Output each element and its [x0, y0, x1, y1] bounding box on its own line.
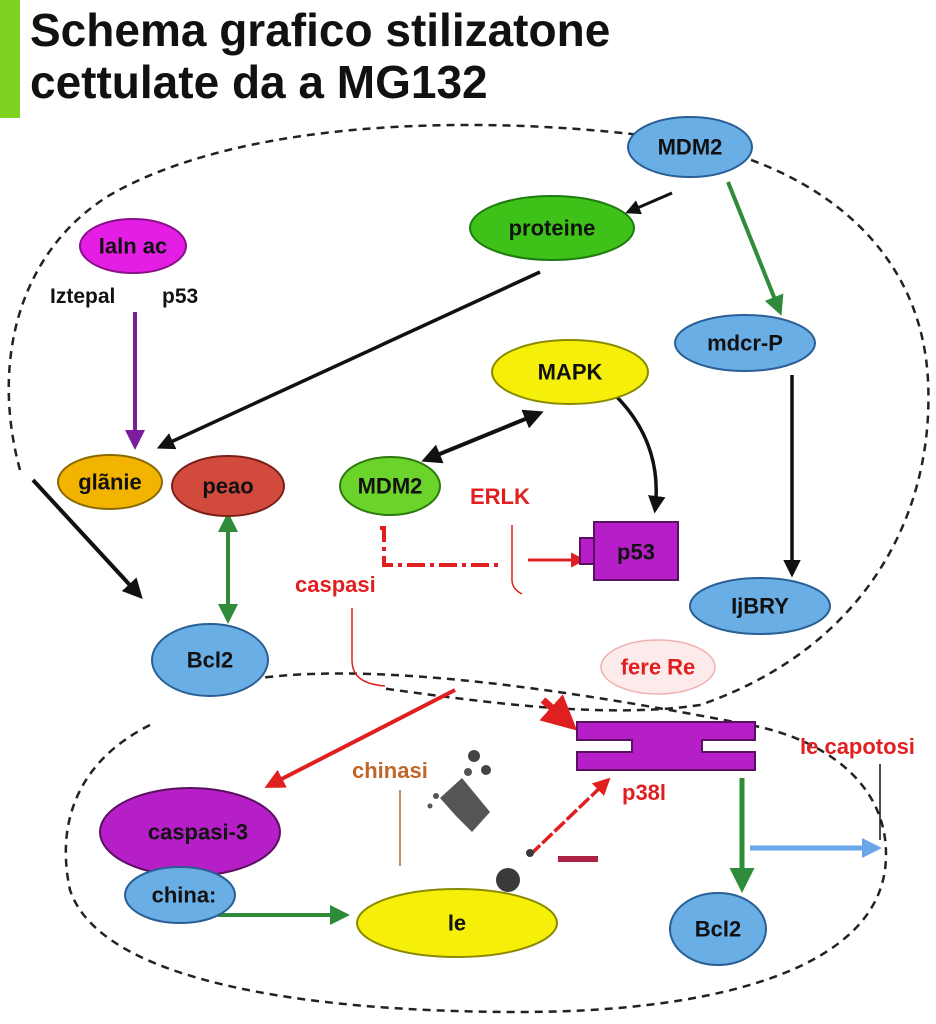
- node-china-label: china:: [152, 883, 217, 908]
- title-line-1: Schema grafico stilizatone: [30, 4, 611, 56]
- node-proteine: proteine: [469, 195, 635, 261]
- node-le-label: le: [448, 911, 466, 936]
- membrane-receptor: [576, 721, 756, 771]
- node-le: le: [356, 888, 558, 958]
- node-ibry-label: IjBRY: [731, 594, 789, 619]
- label-apoptosi: le capotosi: [800, 734, 915, 759]
- label-p53: p53: [162, 285, 198, 308]
- node-mdcr-label: mdcr-P: [707, 331, 783, 356]
- p53-box: p53: [579, 521, 679, 581]
- node-gloria: glãnie: [57, 454, 163, 510]
- node-mapk: MAPK: [491, 339, 649, 405]
- arrow-le-to-receptor: [528, 777, 611, 857]
- arrow-mdm2-to-mdcr: [726, 181, 784, 316]
- node-bcl2-left: Bcl2: [151, 623, 269, 697]
- node-bcl2-bottom-label: Bcl2: [695, 917, 741, 942]
- node-mdm2-top-label: MDM2: [658, 135, 723, 160]
- node-mdm2-mid-label: MDM2: [358, 474, 423, 499]
- arrow-to-membrane-receptor: [539, 694, 578, 731]
- title-line-2: cettulate da a MG132: [30, 56, 488, 108]
- upper-compartment-boundary: [7, 123, 930, 712]
- node-mapk-label: MAPK: [538, 360, 603, 385]
- node-gloria-label: glãnie: [78, 470, 142, 495]
- p53-box-label: p53: [617, 540, 655, 565]
- arrow-left-to-bcl2: [31, 478, 143, 599]
- node-peao: peao: [171, 455, 285, 517]
- label-erlk: ERLK: [470, 484, 530, 509]
- lower-compartment-boundary: [64, 672, 888, 1014]
- node-ibry: IjBRY: [689, 577, 831, 635]
- node-fere-re: fere Re: [600, 639, 716, 695]
- node-china: china:: [124, 866, 236, 924]
- arrow-proteine-to-gloria: [156, 270, 541, 450]
- node-caspasi3: caspasi-3: [99, 787, 281, 877]
- node-bcl2-left-label: Bcl2: [187, 648, 233, 673]
- node-caspasi3-label: caspasi-3: [148, 820, 248, 845]
- arrow-to-caspasi3: [264, 688, 456, 788]
- title-accent-bar: [0, 0, 20, 118]
- node-mdm2-top: MDM2: [627, 116, 753, 178]
- arrow-mdm2-to-proteine: [625, 191, 673, 215]
- caspasi-connector-line: [351, 608, 386, 687]
- arrow-mapk-to-p53: [613, 393, 666, 514]
- node-bcl2-bottom: Bcl2: [669, 892, 767, 966]
- node-fere-re-label: fere Re: [621, 655, 696, 680]
- node-kinase-magenta: Ialn ac: [79, 218, 187, 274]
- node-proteine-label: proteine: [509, 216, 596, 241]
- node-peao-label: peao: [202, 474, 253, 499]
- node-mdcr: mdcr-P: [674, 314, 816, 372]
- node-mdm2-mid: MDM2: [339, 456, 441, 516]
- dashed-inhibition-line: [380, 526, 500, 567]
- label-p38: p38l: [622, 780, 666, 805]
- label-chinasi: chinasi: [352, 758, 428, 783]
- page-title: Schema grafico stilizatone cettulate da …: [30, 4, 910, 108]
- debris-cluster: [427, 750, 598, 892]
- label-caspasi: caspasi: [295, 572, 376, 597]
- label-itepal: Iztepal: [50, 285, 115, 308]
- erlk-connector-line: [511, 525, 523, 595]
- arrow-mdm2-mapk: [421, 409, 544, 464]
- node-kinase-magenta-label: Ialn ac: [99, 234, 167, 259]
